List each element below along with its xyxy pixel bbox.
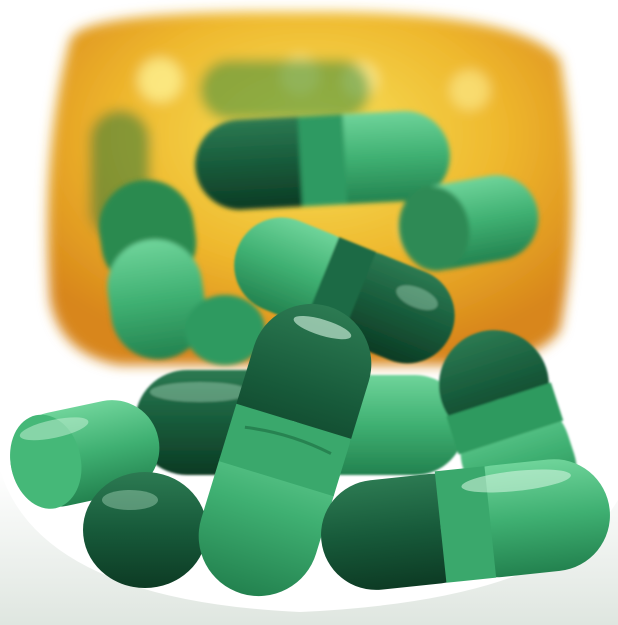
front-capsules xyxy=(10,303,610,597)
back-capsules xyxy=(98,111,539,365)
bottle-cap-rim xyxy=(0,470,618,625)
